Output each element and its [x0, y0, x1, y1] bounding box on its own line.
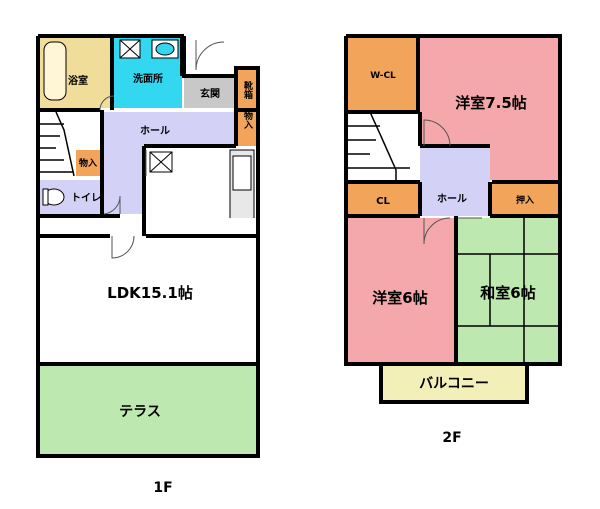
label-walk-in-closet: W-CL	[370, 71, 396, 81]
closet-left	[76, 150, 100, 176]
label-washroom: 洗面所	[133, 72, 163, 85]
floor-label-1f: 1F	[153, 480, 172, 496]
label-japanese-6: 和室6帖	[480, 284, 535, 302]
shoe-box	[238, 70, 256, 108]
door-swing-western-75	[423, 119, 451, 147]
floor-label-2f: 2F	[442, 430, 461, 446]
oshiire	[492, 184, 558, 216]
door-swing-ldk	[111, 235, 135, 259]
closet-right	[238, 110, 256, 146]
bathtub	[43, 41, 67, 101]
western-room-6	[348, 218, 454, 362]
label-hall-2f: ホール	[437, 193, 467, 205]
ldk-room	[40, 218, 256, 362]
tatami-lines	[456, 218, 558, 362]
toilet-tank	[42, 188, 49, 206]
label-closet-2f: CL	[376, 196, 390, 207]
walk-in-closet	[348, 38, 416, 110]
label-bath: 浴室	[68, 74, 88, 87]
label-entrance: 玄関	[200, 87, 220, 100]
balcony	[383, 366, 525, 400]
door-swing-toilet	[103, 195, 121, 215]
label-closet-right: 物入	[242, 110, 254, 130]
washing-machine-cross	[119, 39, 141, 59]
door-swing-entrance	[195, 40, 225, 71]
label-toilet: トイレ	[71, 192, 101, 204]
balcony-walls	[379, 364, 529, 404]
floor-1f: 浴室 洗面所 玄関 靴箱 物入 ホール 物入 トイレ LDK15.1帖 テラス …	[36, 34, 260, 496]
label-balcony: バルコニー	[419, 376, 489, 392]
walls-2f	[344, 34, 562, 366]
label-oshiire: 押入	[516, 194, 534, 206]
label-western-75: 洋室7.5帖	[455, 94, 527, 112]
closet-2f	[348, 184, 418, 216]
floor-2f: W-CL 洋室7.5帖 CL ホール 押入 洋室6帖 和室6帖 バルコニー 2F	[344, 34, 562, 446]
label-hall-1f: ホール	[140, 125, 170, 137]
door-swing-bath	[99, 95, 115, 111]
stairs-2f-lines	[348, 111, 410, 182]
sink-bowl	[155, 42, 175, 56]
stove-icon	[232, 155, 252, 191]
fridge-cross	[149, 151, 173, 173]
hall-1f	[102, 112, 236, 214]
terrace	[40, 366, 256, 454]
label-shoe-box: 靴箱	[242, 80, 253, 100]
stairs-2f	[348, 112, 418, 182]
label-western-6: 洋室6帖	[372, 289, 427, 307]
label-terrace: テラス	[119, 404, 161, 420]
stairs-1f-lines	[40, 111, 75, 177]
japanese-room-6	[456, 218, 558, 362]
label-closet-left: 物入	[79, 157, 97, 169]
door-swing-western-6	[423, 217, 451, 245]
hall-2f	[420, 146, 490, 216]
label-ldk: LDK15.1帖	[107, 284, 193, 302]
entrance	[184, 78, 236, 108]
